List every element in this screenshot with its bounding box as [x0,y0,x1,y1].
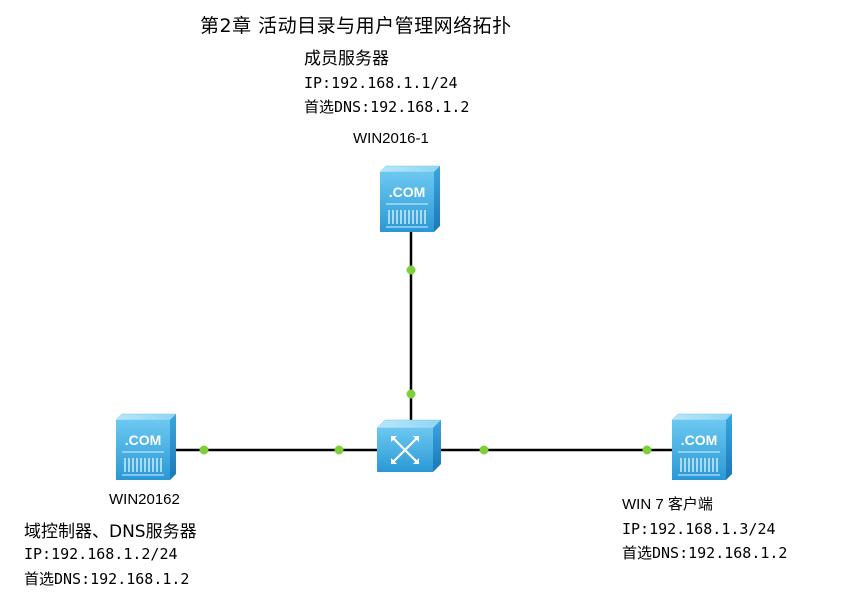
ports [199,265,652,455]
server-icon-left [115,413,177,481]
page-title: 第2章 活动目录与用户管理网络拓扑 [200,15,512,37]
server-icon-top [379,165,441,233]
port-dot [199,445,209,455]
right-node-hostname: WIN 7 客户端 [622,496,713,513]
port-dot [406,389,416,399]
top-node-hostname: WIN2016-1 [353,130,429,147]
left-node-role: 域控制器、DNS服务器 [24,522,197,542]
right-node-dns: 首选DNS:192.168.1.2 [622,544,788,562]
links [176,232,672,452]
port-dot [334,445,344,455]
server-icon-right [671,413,733,481]
left-node-dns: 首选DNS:192.168.1.2 [24,570,190,588]
port-dot [642,445,652,455]
port-dot [406,265,416,275]
switch-icon [376,419,442,472]
top-node-role: 成员服务器 [304,49,389,69]
left-node-ip: IP:192.168.1.2/24 [24,545,178,563]
top-node-dns: 首选DNS:192.168.1.2 [304,98,470,116]
left-node-hostname: WIN20162 [109,491,180,508]
top-node-ip: IP:192.168.1.1/24 [304,74,458,92]
port-dot [479,445,489,455]
right-node-ip: IP:192.168.1.3/24 [622,520,776,538]
